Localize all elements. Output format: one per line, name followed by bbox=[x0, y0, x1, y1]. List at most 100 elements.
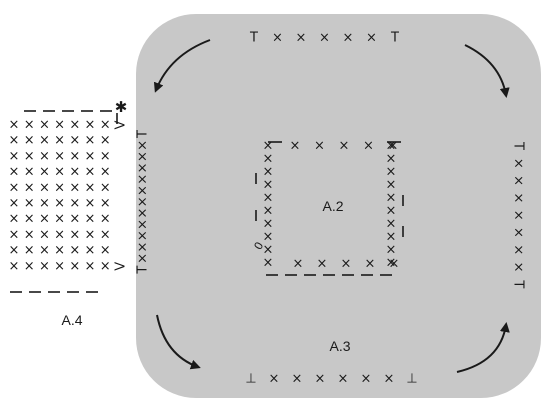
a3-right-stitch-0: T bbox=[511, 141, 526, 150]
a4-stitch-r5-c2: × bbox=[39, 196, 50, 211]
a2-top-stitch-0: × bbox=[290, 139, 301, 154]
a3-bottom-stitch-5: × bbox=[361, 372, 372, 387]
a3-round-panel bbox=[136, 14, 541, 398]
a3-left-stitch-11: × bbox=[136, 253, 151, 264]
a3-top-stitch-0: T bbox=[249, 31, 258, 46]
a4-row-end-mark-9: V bbox=[114, 262, 129, 271]
a3-right-stitch-7: × bbox=[511, 262, 526, 273]
a4-stitch-r7-c6: × bbox=[100, 227, 111, 242]
a3-bottom-stitch-4: × bbox=[338, 372, 349, 387]
a4-stitch-r7-c5: × bbox=[85, 227, 96, 242]
a3-left-stitch-9: × bbox=[136, 230, 151, 241]
a4-stitch-r0-c0: × bbox=[9, 118, 20, 133]
a4-stitch-r9-c1: × bbox=[24, 259, 35, 274]
a3-right-stitch-2: × bbox=[511, 175, 526, 186]
a3-left-stitch-7: × bbox=[136, 208, 151, 219]
a4-stitch-r7-c1: × bbox=[24, 227, 35, 242]
a4-stitch-r5-c0: × bbox=[9, 196, 20, 211]
a2-left-stitch-8: × bbox=[263, 243, 274, 258]
a3-right-stitch-3: × bbox=[511, 192, 526, 203]
a2-top-stitch-2: × bbox=[339, 139, 350, 154]
a3-top-stitch-2: × bbox=[296, 31, 307, 46]
a4-stitch-r0-c1: × bbox=[24, 118, 35, 133]
a2-right-stitch-0: × bbox=[386, 139, 397, 154]
a2-bottom-stitch-2: × bbox=[341, 257, 352, 272]
label-a3: A.3 bbox=[329, 338, 350, 354]
a4-stitch-r3-c4: × bbox=[69, 165, 80, 180]
a4-stitch-r1-c4: × bbox=[69, 133, 80, 148]
a4-stitch-r6-c1: × bbox=[24, 212, 35, 227]
a4-stitch-r7-c0: × bbox=[9, 227, 20, 242]
a4-stitch-r9-c4: × bbox=[69, 259, 80, 274]
a4-stitch-r6-c0: × bbox=[9, 212, 20, 227]
a4-stitch-r9-c6: × bbox=[100, 259, 111, 274]
start-star-icon: ✱ bbox=[115, 98, 128, 116]
a3-top-stitch-4: × bbox=[343, 31, 354, 46]
a2-right-stitch-2: × bbox=[386, 165, 397, 180]
a4-stitch-r6-c3: × bbox=[54, 212, 65, 227]
a4-stitch-r2-c0: × bbox=[9, 149, 20, 164]
a4-stitch-r7-c2: × bbox=[39, 227, 50, 242]
a3-left-stitch-6: × bbox=[136, 196, 151, 207]
a2-top-stitch-3: × bbox=[363, 139, 374, 154]
a4-stitch-r3-c2: × bbox=[39, 165, 50, 180]
a3-left-stitch-5: × bbox=[136, 185, 151, 196]
a4-stitch-r3-c5: × bbox=[85, 165, 96, 180]
a2-right-stitch-3: × bbox=[386, 178, 397, 193]
a4-dash-marks bbox=[10, 110, 118, 293]
a2-top-stitch-4: × bbox=[388, 139, 399, 154]
a3-bottom-stitch-1: × bbox=[269, 372, 280, 387]
a2-top-stitch-1: × bbox=[314, 139, 325, 154]
a4-stitch-r8-c5: × bbox=[85, 243, 96, 258]
a3-left-stitch-3: × bbox=[136, 162, 151, 173]
a4-stitch-r4-c0: × bbox=[9, 180, 20, 195]
a4-stitch-r5-c3: × bbox=[54, 196, 65, 211]
a4-stitch-r9-c5: × bbox=[85, 259, 96, 274]
a4-stitch-r4-c1: × bbox=[24, 180, 35, 195]
a4-stitch-r1-c0: × bbox=[9, 133, 20, 148]
a2-left-stitch-9: × bbox=[263, 256, 274, 271]
a3-top-stitch-5: × bbox=[366, 31, 377, 46]
a4-stitch-r8-c4: × bbox=[69, 243, 80, 258]
a2-right-stitch-6: × bbox=[386, 217, 397, 232]
a3-left-stitch-8: × bbox=[136, 219, 151, 230]
a4-stitch-r2-c2: × bbox=[39, 149, 50, 164]
a3-bottom-stitch-2: × bbox=[292, 372, 303, 387]
a4-row-end-mark-0: V bbox=[114, 120, 129, 129]
a4-stitch-r6-c4: × bbox=[69, 212, 80, 227]
a2-right-stitch-4: × bbox=[386, 191, 397, 206]
a4-stitch-r0-c4: × bbox=[69, 118, 80, 133]
a4-stitch-r9-c3: × bbox=[54, 259, 65, 274]
a3-right-stitch-5: × bbox=[511, 227, 526, 238]
a4-stitch-r2-c4: × bbox=[69, 149, 80, 164]
a3-bottom-stitch-7: ⊥ bbox=[406, 372, 417, 387]
a3-left-stitch-12: T bbox=[136, 266, 151, 275]
a4-stitch-r6-c6: × bbox=[100, 212, 111, 227]
a2-bottom-stitch-3: × bbox=[365, 257, 376, 272]
arrow-bottom-right bbox=[456, 322, 510, 373]
a2-left-stitch-0: × bbox=[263, 139, 274, 154]
a4-stitch-r4-c3: × bbox=[54, 180, 65, 195]
a3-left-stitch-1: × bbox=[136, 140, 151, 151]
arrow-top-right bbox=[464, 44, 510, 98]
a2-right-stitch-7: × bbox=[386, 230, 397, 245]
a4-stitch-r7-c3: × bbox=[54, 227, 65, 242]
a2-bottom-stitch-1: × bbox=[317, 257, 328, 272]
a3-right-stitch-8: T bbox=[511, 279, 526, 288]
a3-top-stitch-1: × bbox=[272, 31, 283, 46]
a4-stitch-r2-c3: × bbox=[54, 149, 65, 164]
a3-right-stitch-4: × bbox=[511, 210, 526, 221]
a4-stitch-r0-c3: × bbox=[54, 118, 65, 133]
a4-stitch-r4-c2: × bbox=[39, 180, 50, 195]
a4-stitch-r1-c1: × bbox=[24, 133, 35, 148]
label-a4: A.4 bbox=[61, 312, 82, 328]
a2-left-stitch-5: × bbox=[263, 204, 274, 219]
chart-a3: T×××××T⊥××××××⊥T×××××××××××TT×××××××T bbox=[136, 31, 526, 387]
a4-stitch-r1-c5: × bbox=[85, 133, 96, 148]
label-a2: A.2 bbox=[322, 198, 343, 214]
a4-stitch-r2-c6: × bbox=[100, 149, 111, 164]
a3-left-stitch-2: × bbox=[136, 151, 151, 162]
a3-bottom-stitch-6: × bbox=[384, 372, 395, 387]
a4-stitch-r8-c6: × bbox=[100, 243, 111, 258]
